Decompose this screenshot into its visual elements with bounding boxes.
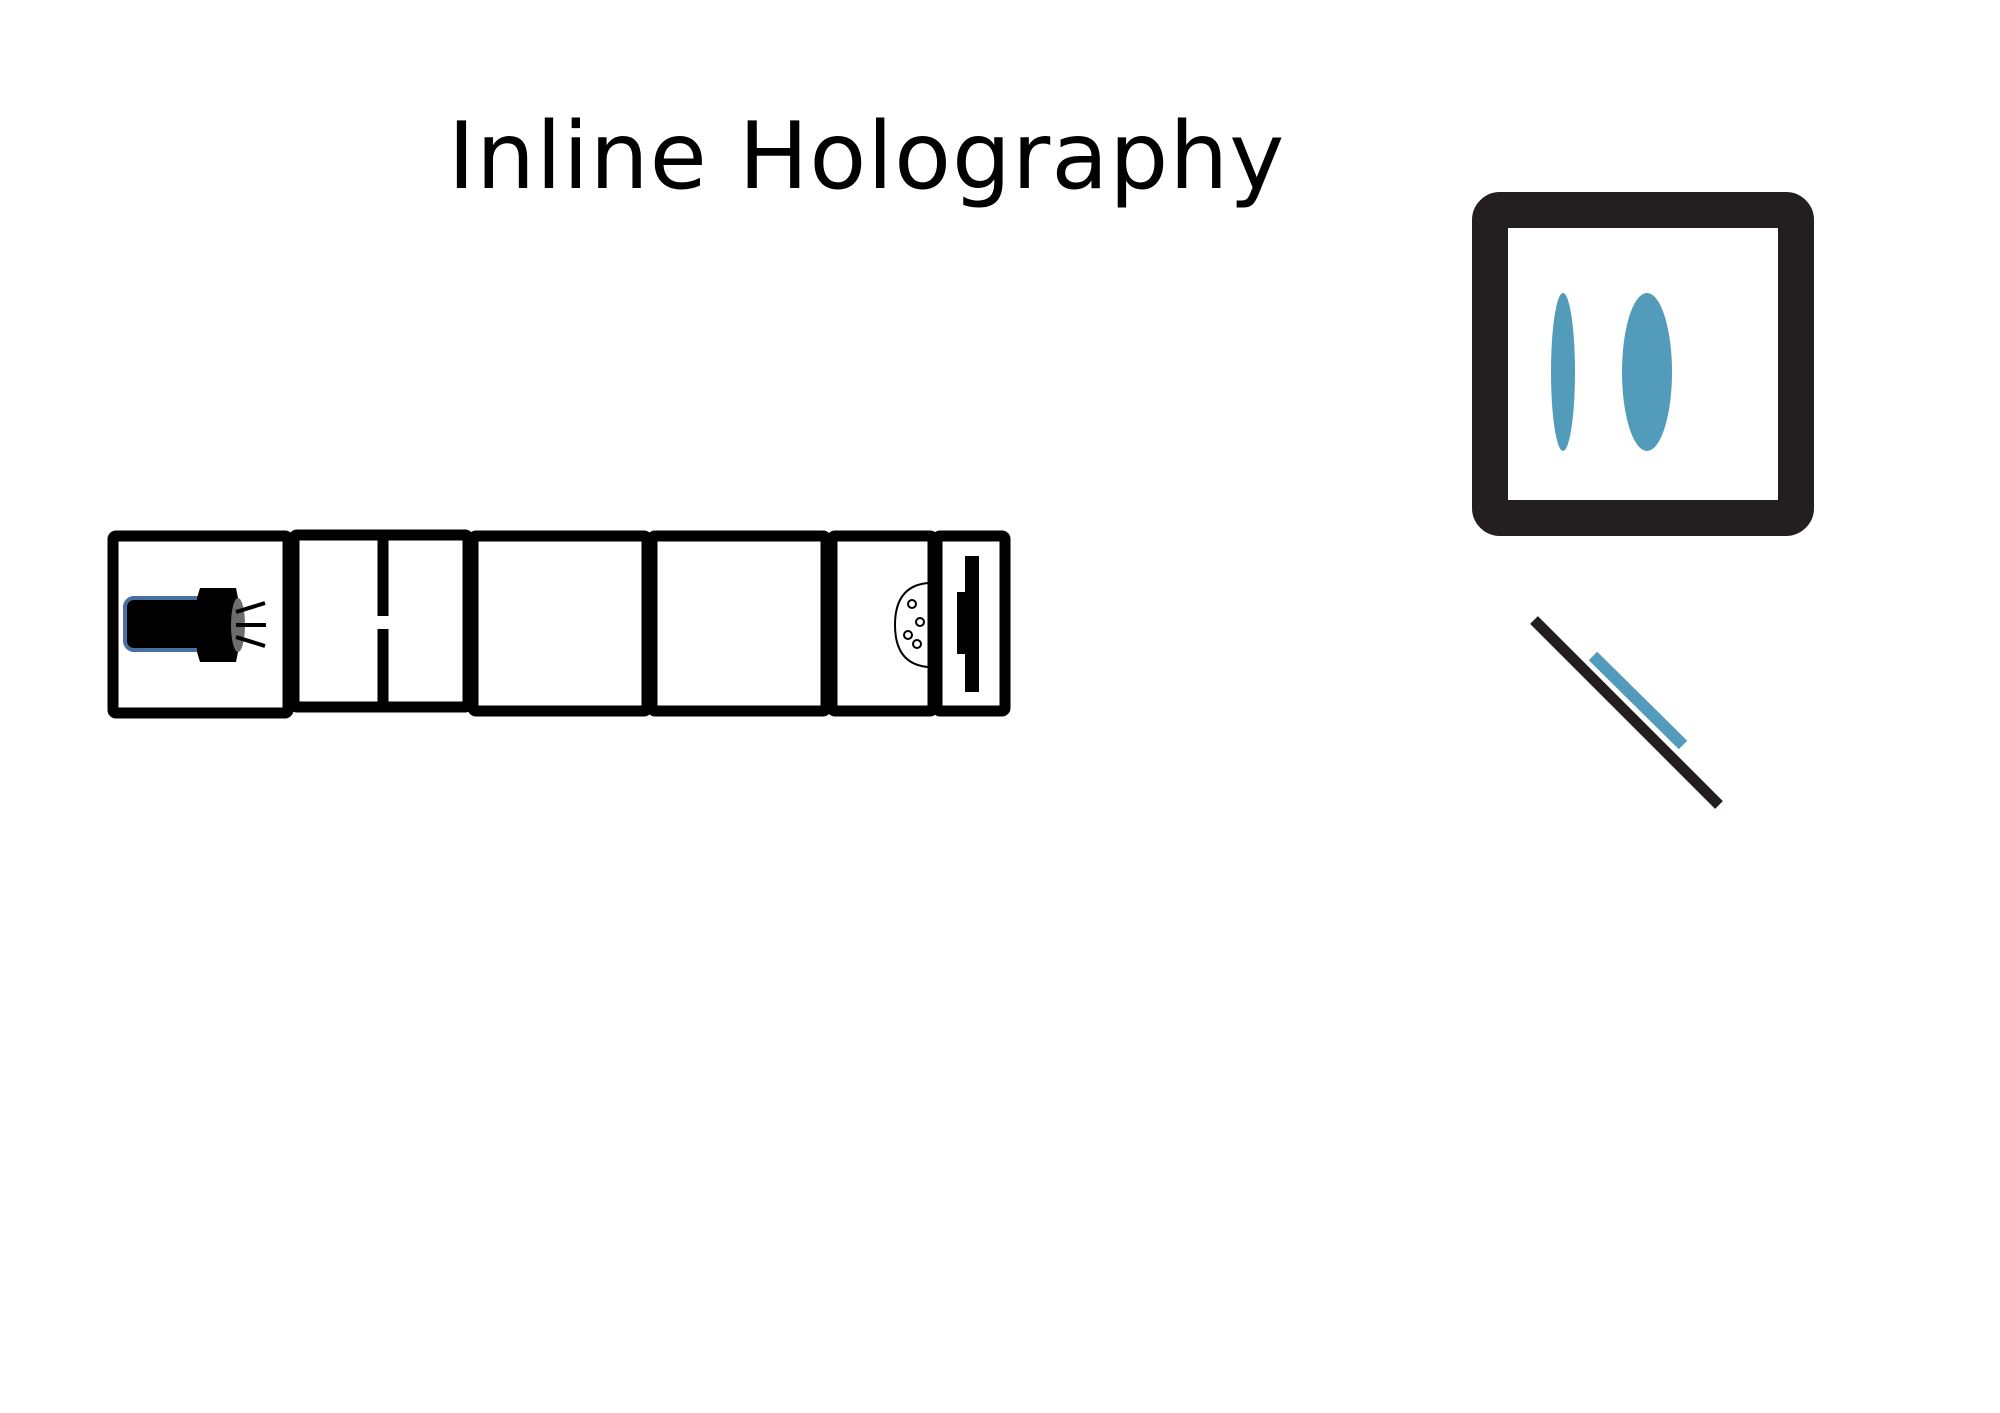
laser-diode-icon <box>123 588 266 662</box>
image-sensor <box>957 556 979 692</box>
bench-segment-laser <box>107 530 294 719</box>
optical-bench <box>107 529 1011 719</box>
sample-particles <box>893 582 929 668</box>
bench-segment-sample <box>826 530 939 717</box>
bench-segment-sensor <box>931 530 1011 717</box>
bench-segment-3 <box>467 530 653 717</box>
page-title: Inline Holography <box>447 102 1286 210</box>
bench-segment-4 <box>646 530 832 717</box>
hologram-fringe-left <box>1551 293 1575 451</box>
hologram-display <box>1472 192 1814 536</box>
hologram-fringe-right <box>1622 293 1672 451</box>
tilted-glass-plate <box>1530 616 1723 809</box>
